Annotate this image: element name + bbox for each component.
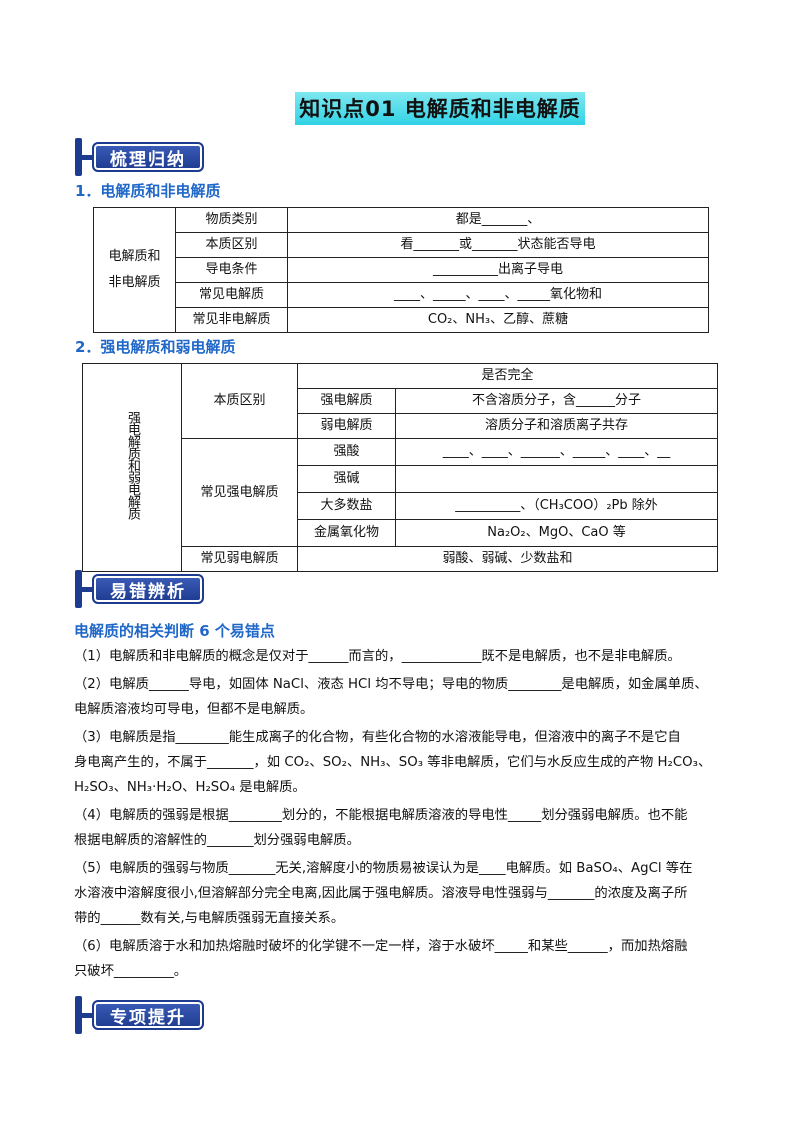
weak-label: 弱电解质: [297, 413, 396, 439]
common-weak-label: 常见弱电解质: [181, 546, 298, 572]
page-title-wrap: 知识点01 电解质和非电解质: [0, 92, 800, 125]
line: 电解质溶液均可导电，但都不是电解质。: [74, 702, 314, 717]
list-item: （5）电解质的强弱与物质_______无关,溶解度小的物质易被误认为是____电…: [74, 856, 744, 931]
strong-content: 不含溶质分子，含______分子: [395, 388, 718, 414]
line: （6）电解质溶于水和加热熔融时破坏的化学键不一定一样，溶于水破坏_____和某些…: [74, 939, 688, 954]
section-badge-practice: 专项提升: [75, 996, 204, 1034]
line: （1）电解质和非电解质的概念是仅对于______而言的，____________…: [74, 649, 681, 664]
table-row: 本质区别 看_______或_______状态能否导电: [94, 232, 709, 258]
content-cell: __________出离子导电: [287, 257, 709, 283]
line: H₂SO₃、NH₃·H₂O、H₂SO₄ 是电解质。: [74, 780, 306, 795]
content-cell: ____、_____、____、_____氧化物和: [287, 282, 709, 308]
badge-bar-icon: [75, 138, 82, 176]
page-title: 知识点01 电解质和非电解质: [295, 92, 585, 125]
line: 水溶液中溶解度很小,但溶解部分完全电离,因此属于强电解质。溶液导电性强弱与___…: [74, 886, 688, 901]
strong-acid-content: ____、____、______、_____、____、__: [395, 438, 718, 466]
line: 根据电解质的溶解性的_______划分强弱电解质。: [74, 833, 360, 848]
row-header: 强电解质和弱电解质: [125, 411, 140, 519]
badge-connector-icon: [82, 154, 92, 160]
badge-label: 专项提升: [92, 1000, 204, 1030]
badge-bar-icon: [75, 996, 82, 1034]
list-item: （4）电解质的强弱是根据________划分的，不能根据电解质溶液的导电性___…: [74, 803, 744, 853]
label-cell: 常见非电解质: [175, 307, 288, 333]
table-row: 强电解质 不含溶质分子，含______分子: [83, 388, 718, 414]
common-strong-label: 常见强电解质: [181, 438, 298, 547]
salts-label: 大多数盐: [297, 492, 396, 520]
badge-label: 易错辨析: [92, 574, 204, 604]
section-badge-pitfalls: 易错辨析: [75, 570, 204, 608]
list-item: （3）电解质是指________能生成离子的化合物，有些化合物的水溶液能导电，但…: [74, 725, 744, 800]
weak-content: 溶质分子和溶质离子共存: [395, 413, 718, 439]
badge-connector-icon: [82, 1012, 92, 1018]
essence-label: 本质区别: [181, 363, 298, 439]
section-badge-summary: 梳理归纳: [75, 138, 204, 176]
badge-bar-icon: [75, 570, 82, 608]
strong-base-content: [395, 465, 718, 493]
table-row: 大多数盐 __________、（CH₃COO）₂Pb 除外: [83, 492, 718, 520]
line: （5）电解质的强弱与物质_______无关,溶解度小的物质易被误认为是____电…: [74, 861, 693, 876]
label-cell: 本质区别: [175, 232, 288, 258]
line: 身电离产生的，不属于_______，如 CO₂、SO₂、NH₃、SO₃ 等非电解…: [74, 755, 712, 770]
table-row: 强碱: [83, 465, 718, 493]
metal-oxide-content: Na₂O₂、MgO、CaO 等: [395, 519, 718, 547]
badge-connector-icon: [82, 586, 92, 592]
section1-heading: 1．电解质和非电解质: [75, 182, 221, 200]
salts-content: __________、（CH₃COO）₂Pb 除外: [395, 492, 718, 520]
label-cell: 常见电解质: [175, 282, 288, 308]
row-header-cell: 电解质和非电解质: [93, 207, 176, 333]
line: （3）电解质是指________能生成离子的化合物，有些化合物的水溶液能导电，但…: [74, 730, 681, 745]
table-row: 常见弱电解质 弱酸、弱碱、少数盐和: [83, 546, 718, 572]
metal-oxide-label: 金属氧化物: [297, 519, 396, 547]
line: 带的______数有关,与电解质强弱无直接关系。: [74, 911, 345, 926]
row-header: 电解质和非电解质: [108, 249, 161, 290]
line: 只破坏_________。: [74, 964, 188, 979]
line: （4）电解质的强弱是根据________划分的，不能根据电解质溶液的导电性___…: [74, 808, 688, 823]
content-cell: CO₂、NH₃、乙醇、蔗糖: [287, 307, 709, 333]
list-item: （2）电解质______导电，如固体 NaCl、液态 HCl 均不导电；导电的物…: [74, 672, 744, 722]
badge-label: 梳理归纳: [92, 142, 204, 172]
common-weak-content: 弱酸、弱碱、少数盐和: [297, 546, 718, 572]
table-row: 强电解质和弱电解质 本质区别 是否完全: [82, 363, 718, 572]
pitfall-list: （1）电解质和非电解质的概念是仅对于______而言的，____________…: [74, 644, 744, 987]
strong-base-label: 强碱: [297, 465, 396, 493]
list-item: （1）电解质和非电解质的概念是仅对于______而言的，____________…: [74, 644, 744, 669]
strong-label: 强电解质: [297, 388, 396, 414]
row-header-cell: 强电解质和弱电解质: [82, 363, 182, 572]
label-cell: 导电条件: [175, 257, 288, 283]
table-row: 常见电解质 ____、_____、____、_____氧化物和: [94, 282, 709, 308]
label-cell: 物质类别: [175, 207, 288, 233]
list-item: （6）电解质溶于水和加热熔融时破坏的化学键不一定一样，溶于水破坏_____和某些…: [74, 934, 744, 984]
table-row: 导电条件 __________出离子导电: [94, 257, 709, 283]
electrolyte-table: 电解质和非电解质 物质类别 都是_______、 本质区别 看_______或_…: [93, 207, 709, 333]
section2-heading: 2．强电解质和弱电解质: [75, 338, 236, 356]
section3-heading: 电解质的相关判断 6 个易错点: [74, 622, 275, 640]
table-row: 弱电解质 溶质分子和溶质离子共存: [83, 413, 718, 439]
content-cell: 看_______或_______状态能否导电: [287, 232, 709, 258]
table-row: 常见非电解质 CO₂、NH₃、乙醇、蔗糖: [94, 307, 709, 333]
line: （2）电解质______导电，如固体 NaCl、液态 HCl 均不导电；导电的物…: [74, 677, 708, 692]
strong-acid-label: 强酸: [297, 438, 396, 466]
table-row: 电解质和非电解质 物质类别 都是_______、: [93, 207, 709, 333]
strong-weak-table: 强电解质和弱电解质 本质区别 是否完全 强电解质 不含溶质分子，含______分…: [82, 363, 718, 572]
top-content: 是否完全: [297, 363, 718, 389]
content-cell: 都是_______、: [287, 207, 709, 233]
